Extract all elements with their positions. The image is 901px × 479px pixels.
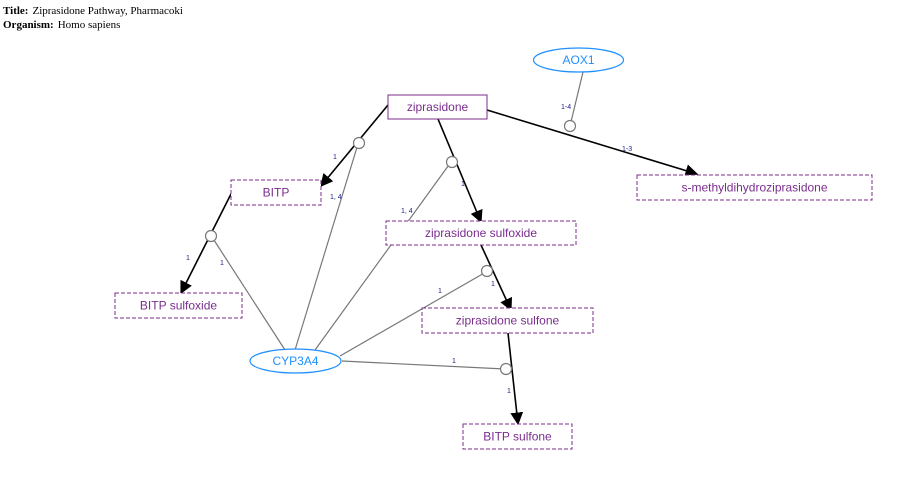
node-ziprasidone-sulfoxide[interactable]: ziprasidone sulfoxide	[385, 220, 577, 246]
node-label: BITP sulfoxide	[140, 299, 217, 313]
reaction-edges	[180, 104, 699, 426]
edge-label: 1, 4	[330, 194, 342, 201]
catalysis-aox1-smethyl	[569, 71, 584, 127]
reaction-sulfoxide-sulfone	[480, 244, 512, 312]
reaction-bitp-bitp-sulfoxide	[180, 191, 233, 295]
node-cyp3a4[interactable]: CYP3A4	[249, 348, 342, 374]
pathway-header: Title:Ziprasidone Pathway, Pharmacoki Or…	[3, 4, 183, 32]
node-ziprasidone-sulfone[interactable]: ziprasidone sulfone	[421, 307, 594, 334]
reaction-sulfone-bitp-sulfone	[507, 332, 524, 426]
pathway-title: Ziprasidone Pathway, Pharmacoki	[32, 5, 183, 17]
node-label: ziprasidone	[407, 100, 469, 114]
organism-name: Homo sapiens	[57, 19, 121, 31]
edge-labels: 1 1, 4 1 1, 4 1-4 1-3 1 1 1 1 1 1	[186, 104, 632, 395]
node-label: s-methyldihydroziprasidone	[681, 181, 827, 195]
edge-label: 1	[507, 388, 511, 395]
anchor-circle	[480, 264, 494, 278]
node-bitp-sulfoxide[interactable]: BITP sulfoxide	[114, 292, 243, 319]
node-label: CYP3A4	[272, 354, 318, 368]
reaction-ziprasidone-sulfoxide	[437, 118, 483, 224]
edge-label: 1-3	[622, 146, 632, 153]
organism-row: Organism:Homo sapiens	[3, 19, 121, 31]
catalysis-cyp3a4-sulfoxide	[314, 161, 452, 351]
catalysis-edges	[211, 71, 584, 370]
anchor-circle	[499, 362, 513, 376]
node-s-methyldihydroziprasidone[interactable]: s-methyldihydroziprasidone	[636, 174, 873, 201]
edge-label: 1	[438, 288, 442, 295]
node-label: AOX1	[562, 53, 594, 67]
catalysis-cyp3a4-sulfone	[339, 271, 487, 357]
edge-label: 1	[333, 154, 337, 161]
anchor-circle	[445, 155, 459, 169]
node-aox1[interactable]: AOX1	[532, 47, 625, 73]
node-bitp[interactable]: BITP	[230, 179, 322, 206]
edge-label: 1	[491, 281, 495, 288]
node-label: ziprasidone sulfoxide	[425, 226, 537, 240]
edge-label: 1, 4	[401, 208, 413, 215]
anchor-circle	[563, 119, 577, 133]
catalysis-cyp3a4-bitp	[294, 143, 359, 351]
node-ziprasidone[interactable]: ziprasidone	[387, 94, 488, 120]
title-row: Title:Ziprasidone Pathway, Pharmacoki	[3, 5, 183, 17]
reaction-ziprasidone-smethyl	[486, 109, 699, 177]
edge-label: 1	[461, 181, 465, 188]
catalysis-cyp3a4-bitp-sulfoxide	[211, 236, 286, 351]
node-label: BITP	[263, 186, 290, 200]
anchor-circle	[352, 136, 366, 150]
edge-label: 1	[452, 358, 456, 365]
node-label: BITP sulfone	[483, 430, 552, 444]
edge-label: 1	[186, 255, 190, 262]
node-bitp-sulfone[interactable]: BITP sulfone	[462, 423, 573, 450]
edge-label: 1-4	[561, 104, 571, 111]
node-label: ziprasidone sulfone	[456, 314, 560, 328]
edge-label: 1	[220, 260, 224, 267]
catalysis-cyp3a4-bitp-sulfone	[341, 360, 506, 370]
anchor-points	[204, 119, 577, 376]
anchor-circle	[204, 229, 218, 243]
